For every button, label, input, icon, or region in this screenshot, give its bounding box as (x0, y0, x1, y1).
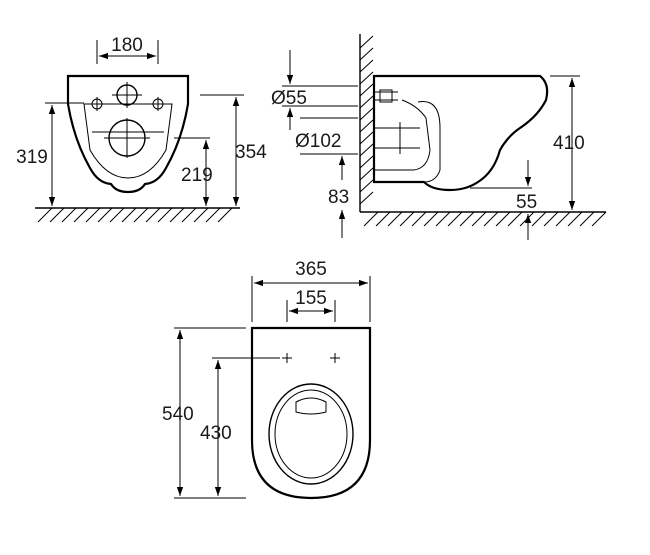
front-inner-outline (83, 103, 173, 179)
top-seat-outer (268, 383, 354, 485)
top-seat-hinge (295, 397, 327, 415)
top-seat-inner (274, 389, 348, 479)
side-trap (374, 99, 431, 171)
dim-365-label: 365 (295, 259, 327, 280)
side-bowl-outline (372, 74, 549, 192)
dim-540-label: 540 (162, 404, 194, 425)
side-inlet-fitting (379, 89, 393, 103)
top-view: 365 155 540 430 (162, 259, 372, 500)
side-wall-hatch (359, 35, 374, 205)
dim-430-label: 430 (200, 423, 232, 444)
side-floor-hatch (363, 211, 607, 227)
dim-410-label: 410 (553, 133, 585, 154)
dim-55-label: 55 (516, 192, 537, 213)
front-floor-hatch (37, 207, 233, 223)
dim-d55-label: Ø55 (271, 88, 307, 109)
dim-219-label: 219 (181, 165, 213, 186)
front-bowl-outline (66, 74, 190, 194)
dim-354-label: 354 (235, 142, 267, 163)
dim-180-label: 180 (111, 35, 143, 56)
side-bowl-inner (417, 101, 441, 183)
dim-155-label: 155 (295, 288, 327, 309)
dim-83-label: 83 (328, 187, 349, 208)
dim-d102-label: Ø102 (295, 131, 341, 152)
side-view: Ø55 Ø102 83 410 55 (271, 34, 607, 240)
dim-319-label: 319 (16, 147, 48, 168)
front-view: 180 319 354 219 (16, 35, 267, 223)
top-bowl-outline (250, 326, 372, 500)
